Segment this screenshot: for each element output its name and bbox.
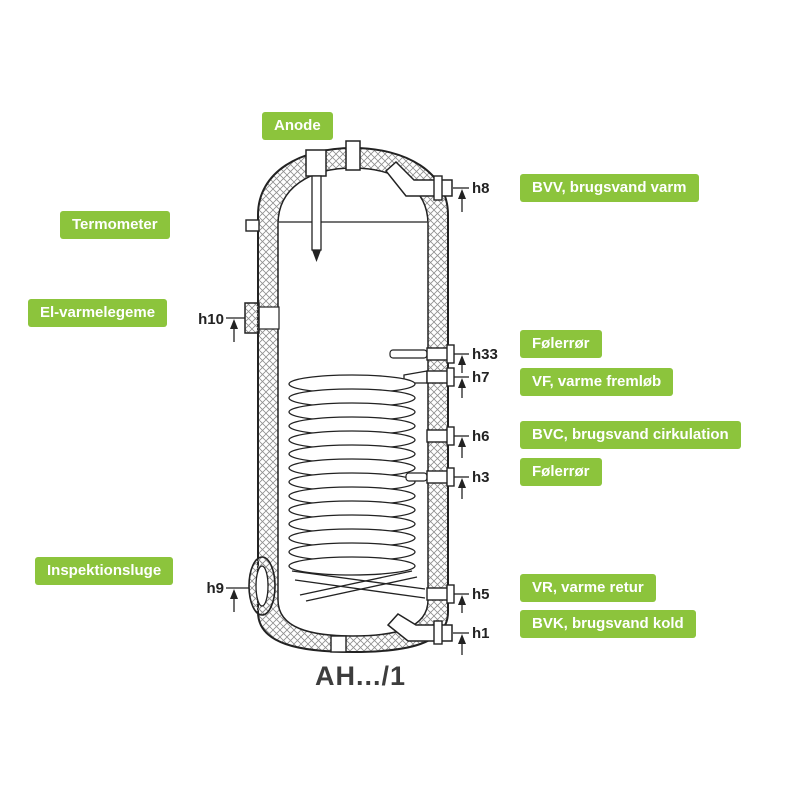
heating-coil: [288, 374, 416, 576]
callout-foelerroer-top: Følerrør: [520, 330, 602, 358]
dim-h9: h9: [206, 580, 224, 597]
callout-vf: VF, varme fremløb: [520, 368, 674, 396]
coil-bottom-return: [291, 570, 426, 602]
dim-h3: h3: [472, 469, 490, 486]
anode-nozzle: [305, 149, 327, 177]
bvv-flange: [433, 175, 443, 201]
dimension-arrowheads-left: [230, 319, 238, 599]
thermometer-boss: [245, 219, 260, 232]
dimension-lines-left: [226, 317, 249, 612]
dim-h10: h10: [198, 311, 224, 328]
top-vent-nozzle: [345, 140, 361, 171]
sensor-tube-upper: [389, 349, 428, 359]
dim-h5: h5: [472, 586, 490, 603]
sensor-tube-mid: [405, 472, 428, 482]
dimension-arrowheads-right: [458, 189, 466, 644]
heating-element-flange: [244, 302, 260, 334]
dim-h33: h33: [472, 346, 498, 363]
callout-bvv: BVV, brugsvand varm: [520, 174, 699, 202]
callout-anode: Anode: [262, 112, 333, 140]
inspection-hatch-cover: [255, 565, 269, 607]
callout-el-varmelegeme: El-varmelegeme: [28, 299, 168, 327]
model-designation: AH.../1: [315, 661, 407, 691]
callout-foelerroer-mid: Følerrør: [520, 458, 602, 486]
tank-insulation: [258, 148, 448, 652]
dim-h6: h6: [472, 428, 490, 445]
callout-vr: VR, varme retur: [520, 574, 656, 602]
dim-h7: h7: [472, 369, 490, 386]
drain-stub: [330, 635, 347, 653]
anode-rod-tip: [312, 250, 321, 262]
callout-bvk: BVK, brugsvand kold: [520, 610, 696, 638]
anode-rod: [311, 175, 322, 251]
callout-termometer: Termometer: [60, 211, 170, 239]
dim-h8: h8: [472, 180, 490, 197]
dim-h1: h1: [472, 625, 490, 642]
bvk-flange: [433, 620, 443, 645]
callout-inspektionsluge: Inspektionsluge: [35, 557, 174, 585]
callout-bvc: BVC, brugsvand cirkulation: [520, 421, 741, 449]
dimension-lines-right: [453, 187, 469, 655]
connection-stubs: [426, 344, 455, 604]
heating-element-wall-cut: [257, 306, 280, 330]
